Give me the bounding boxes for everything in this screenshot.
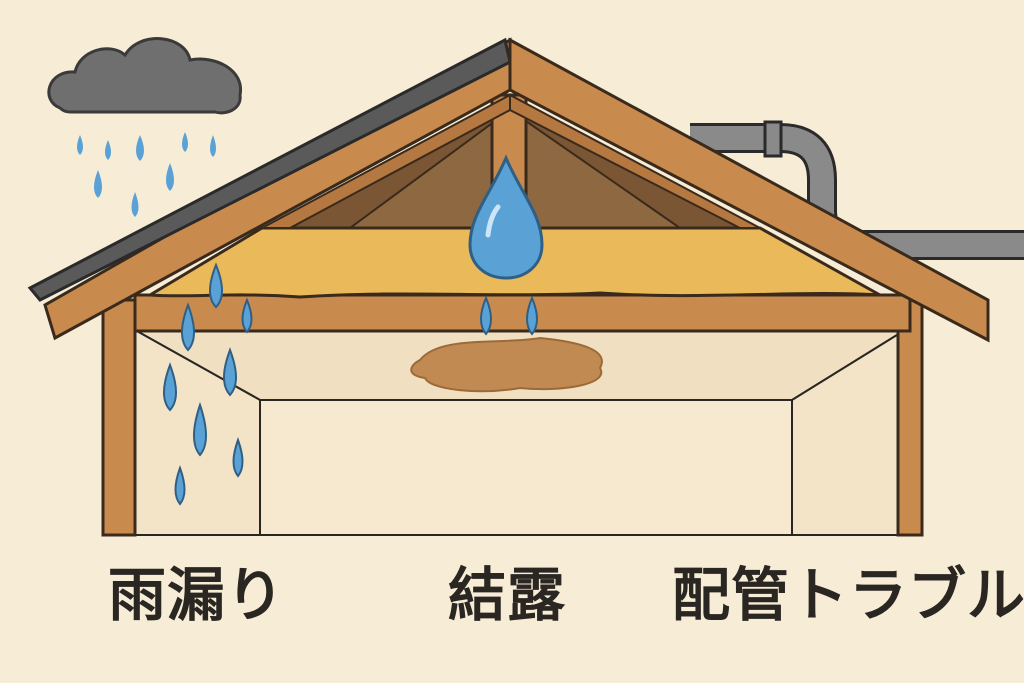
roof-shingles <box>27 37 512 302</box>
condensation-drop-icon <box>468 154 544 336</box>
rain-cloud-icon <box>47 37 242 115</box>
left-post <box>101 298 137 537</box>
right-post <box>896 298 924 537</box>
ceiling-joist <box>133 293 912 333</box>
label-condensation: 結露 <box>448 561 567 629</box>
rain-drops <box>77 132 216 217</box>
back-wall <box>259 399 793 536</box>
leak-drops <box>163 262 253 506</box>
right-rafter <box>508 37 990 343</box>
label-rain-leak: 雨漏り <box>108 561 286 629</box>
label-plumbing-trouble: 配管トラブル <box>672 561 1024 629</box>
water-stain <box>410 336 603 393</box>
